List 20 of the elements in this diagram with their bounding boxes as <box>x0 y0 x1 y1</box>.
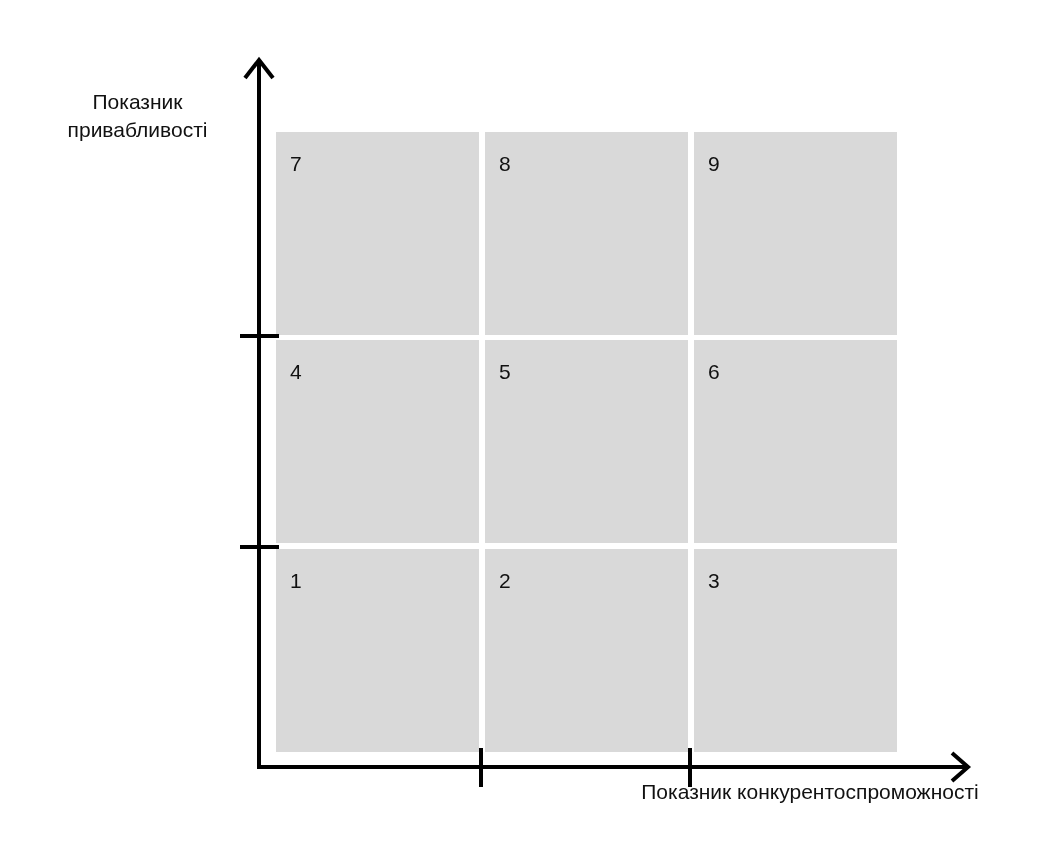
cell-number: 3 <box>708 568 720 594</box>
cell-number: 7 <box>290 151 302 177</box>
axis-label: Показник привабливості <box>66 89 209 143</box>
matrix-cell <box>276 132 479 335</box>
matrix-cell <box>694 340 897 543</box>
matrix-cell <box>485 340 688 543</box>
matrix-cell <box>485 132 688 335</box>
matrix-cell <box>276 549 479 752</box>
axis-label: Показник конкурентоспроможності <box>640 779 980 805</box>
cell-number: 8 <box>499 151 511 177</box>
matrix-cell <box>694 132 897 335</box>
cell-number: 6 <box>708 359 720 385</box>
matrix-cell <box>694 549 897 752</box>
cell-number: 5 <box>499 359 511 385</box>
matrix-cell <box>485 549 688 752</box>
cell-number: 2 <box>499 568 511 594</box>
cell-number: 4 <box>290 359 302 385</box>
matrix-cell <box>276 340 479 543</box>
cell-number: 9 <box>708 151 720 177</box>
cell-number: 1 <box>290 568 302 594</box>
